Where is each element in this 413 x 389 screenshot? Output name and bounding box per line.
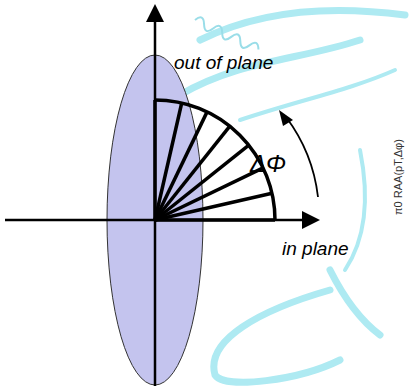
arrowhead <box>302 211 320 229</box>
fan-line <box>153 100 157 220</box>
axis-label: in plane <box>282 238 349 260</box>
axes <box>5 18 305 386</box>
angle-arrow <box>286 117 318 197</box>
arrowhead <box>146 4 164 22</box>
spring-coil <box>193 15 261 54</box>
axis-label: out of plane <box>174 52 273 74</box>
fan-line <box>155 112 207 220</box>
angle-label: ΔΦ <box>250 150 286 178</box>
watermark: π0 RAA(pT,Δφ) <box>392 139 404 215</box>
fan-line <box>155 103 182 220</box>
arrowhead <box>279 110 293 126</box>
fan-line <box>155 218 275 222</box>
